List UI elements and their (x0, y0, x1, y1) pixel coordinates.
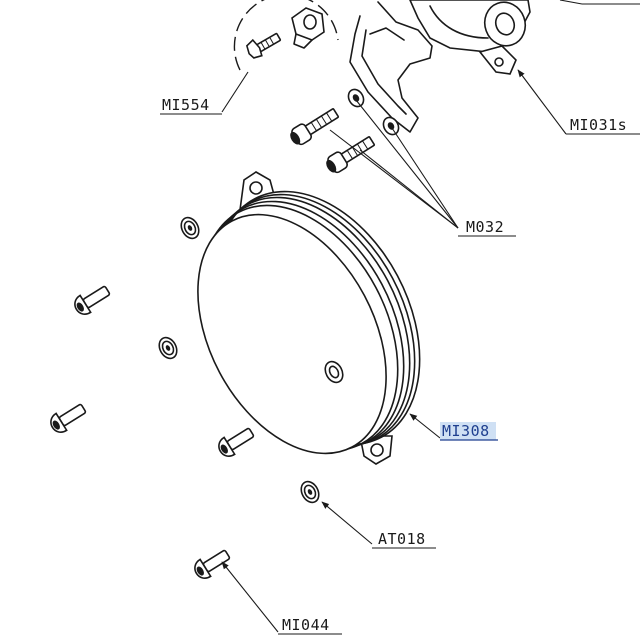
bolt-m032-lower (326, 136, 375, 174)
screw-mi044 (194, 549, 231, 579)
screw-center (218, 427, 255, 457)
label-m032: M032 (466, 218, 504, 236)
bolt-m032-upper (290, 108, 339, 146)
washer-upper (180, 216, 200, 240)
detail-circle-mi554: MI554 (160, 0, 339, 115)
cover-plate-mi308 (197, 171, 421, 465)
screw-lower-left (50, 403, 87, 433)
washer-middle (158, 336, 178, 360)
label-mi044: MI044 (282, 616, 330, 634)
label-group-mi044: MI044 (221, 561, 342, 635)
label-at018: AT018 (378, 530, 426, 548)
mi308-highlight (440, 422, 496, 440)
label-mi554: MI554 (162, 96, 210, 114)
label-mi308[interactable]: MI308 (442, 422, 490, 440)
top-assembly (347, 0, 640, 136)
washer-at018 (300, 480, 320, 504)
label-group-m032: M032 (329, 99, 516, 237)
label-group-mi031s: MI031s (517, 69, 640, 135)
screw-upper-left (74, 285, 111, 315)
label-mi031s: MI031s (570, 116, 627, 134)
label-group-at018: AT018 (321, 501, 436, 549)
label-group-mi308: MI308 (409, 413, 498, 441)
